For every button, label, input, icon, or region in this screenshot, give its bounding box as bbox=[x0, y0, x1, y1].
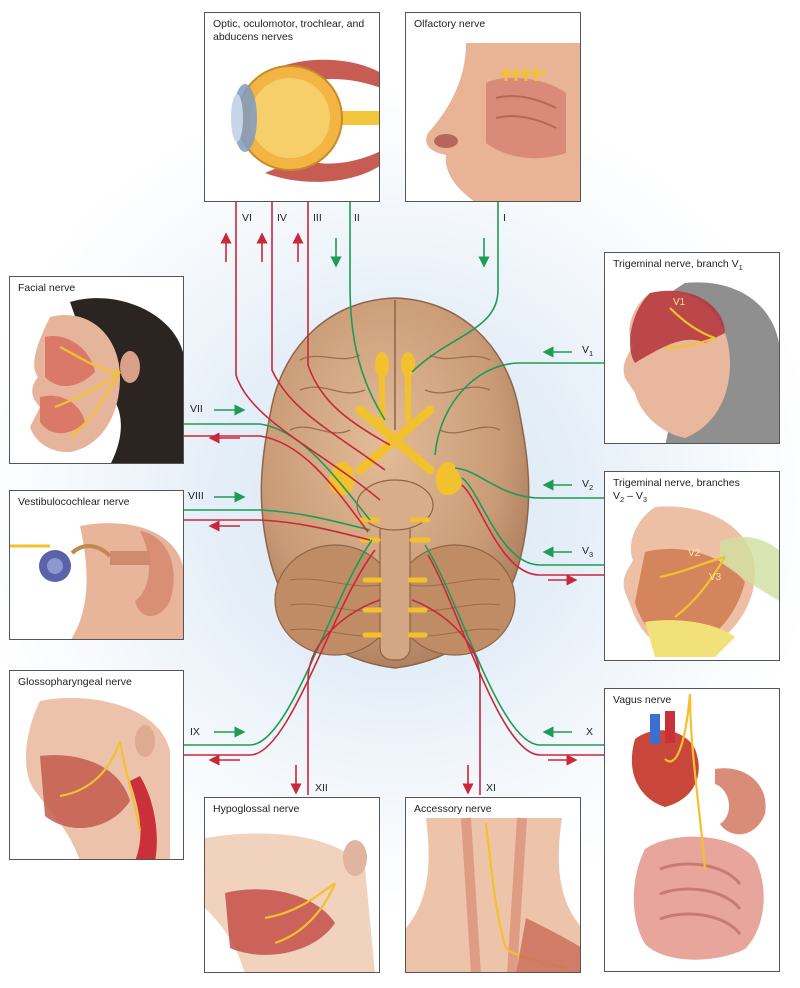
art-label-v1: V1 bbox=[673, 297, 686, 308]
panel-title: Optic, oculomotor, trochlear, and abduce… bbox=[213, 18, 365, 43]
label-nerve-ix: IX bbox=[190, 726, 200, 738]
panel-accessory-nerve: Accessory nerve bbox=[405, 797, 581, 973]
label-nerve-viii: VIII bbox=[188, 490, 204, 502]
ear-illustration bbox=[10, 523, 183, 639]
motor-arrows bbox=[208, 232, 578, 795]
panel-title: Trigeminal nerve, branch V1 bbox=[613, 258, 743, 273]
label-nerve-x: X bbox=[586, 726, 594, 738]
panel-hypoglossal-nerve: Hypoglossal nerve bbox=[204, 797, 380, 973]
sensory-arrows bbox=[214, 238, 572, 738]
panel-glossopharyngeal-nerve: Glossopharyngeal nerve bbox=[9, 670, 184, 860]
panel-vestibulocochlear-nerve: Vestibulocochlear nerve bbox=[9, 490, 184, 640]
panel-optic-nerves: Optic, oculomotor, trochlear, and abduce… bbox=[204, 12, 380, 202]
throat-illustration bbox=[25, 698, 170, 859]
panel-title: Hypoglossal nerve bbox=[213, 803, 300, 815]
label-nerve-v1: V1 bbox=[582, 344, 594, 359]
panel-title: Olfactory nerve bbox=[414, 18, 486, 30]
panel-trigeminal-v1: V1 Trigeminal nerve, branch V1 bbox=[604, 252, 780, 444]
art-label-v2: V2 bbox=[688, 548, 701, 559]
label-nerve-v2: V2 bbox=[582, 478, 594, 493]
motor-lines bbox=[184, 202, 604, 795]
label-nerve-vi: VI bbox=[242, 212, 252, 224]
panel-title: Vestibulocochlear nerve bbox=[18, 496, 130, 508]
label-nerve-xii: XII bbox=[315, 782, 328, 794]
label-nerve-i: I bbox=[503, 212, 506, 224]
sensory-lines bbox=[184, 202, 604, 746]
panel-title: Vagus nerve bbox=[613, 694, 672, 706]
nose-illustration bbox=[426, 43, 580, 201]
panel-vagus-nerve: Vagus nerve bbox=[604, 688, 780, 972]
panel-facial-nerve: Facial nerve bbox=[9, 276, 184, 464]
label-nerve-vii: VII bbox=[190, 403, 203, 415]
tongue-illustration bbox=[205, 833, 375, 972]
vagus-organs-illustration bbox=[631, 693, 766, 960]
label-nerve-iii: III bbox=[313, 212, 322, 224]
panel-title: Glossopharyngeal nerve bbox=[18, 676, 132, 688]
eye-illustration bbox=[231, 59, 379, 182]
face-illustration bbox=[30, 298, 183, 463]
trigeminal-v2-v3-illustration: V2 V3 bbox=[623, 506, 779, 657]
label-nerve-iv: IV bbox=[277, 212, 287, 224]
panel-title: Accessory nerve bbox=[414, 803, 492, 815]
trigeminal-v1-illustration: V1 bbox=[623, 282, 779, 443]
panel-olfactory-nerve: Olfactory nerve bbox=[405, 12, 581, 202]
label-nerve-v3: V3 bbox=[582, 545, 594, 560]
label-nerve-ii: II bbox=[354, 212, 360, 224]
brain-inferior-view bbox=[260, 297, 530, 669]
neck-illustration bbox=[406, 817, 580, 972]
panel-title: Facial nerve bbox=[18, 282, 76, 294]
label-nerve-xi: XI bbox=[486, 782, 496, 794]
art-label-v3: V3 bbox=[709, 572, 722, 583]
